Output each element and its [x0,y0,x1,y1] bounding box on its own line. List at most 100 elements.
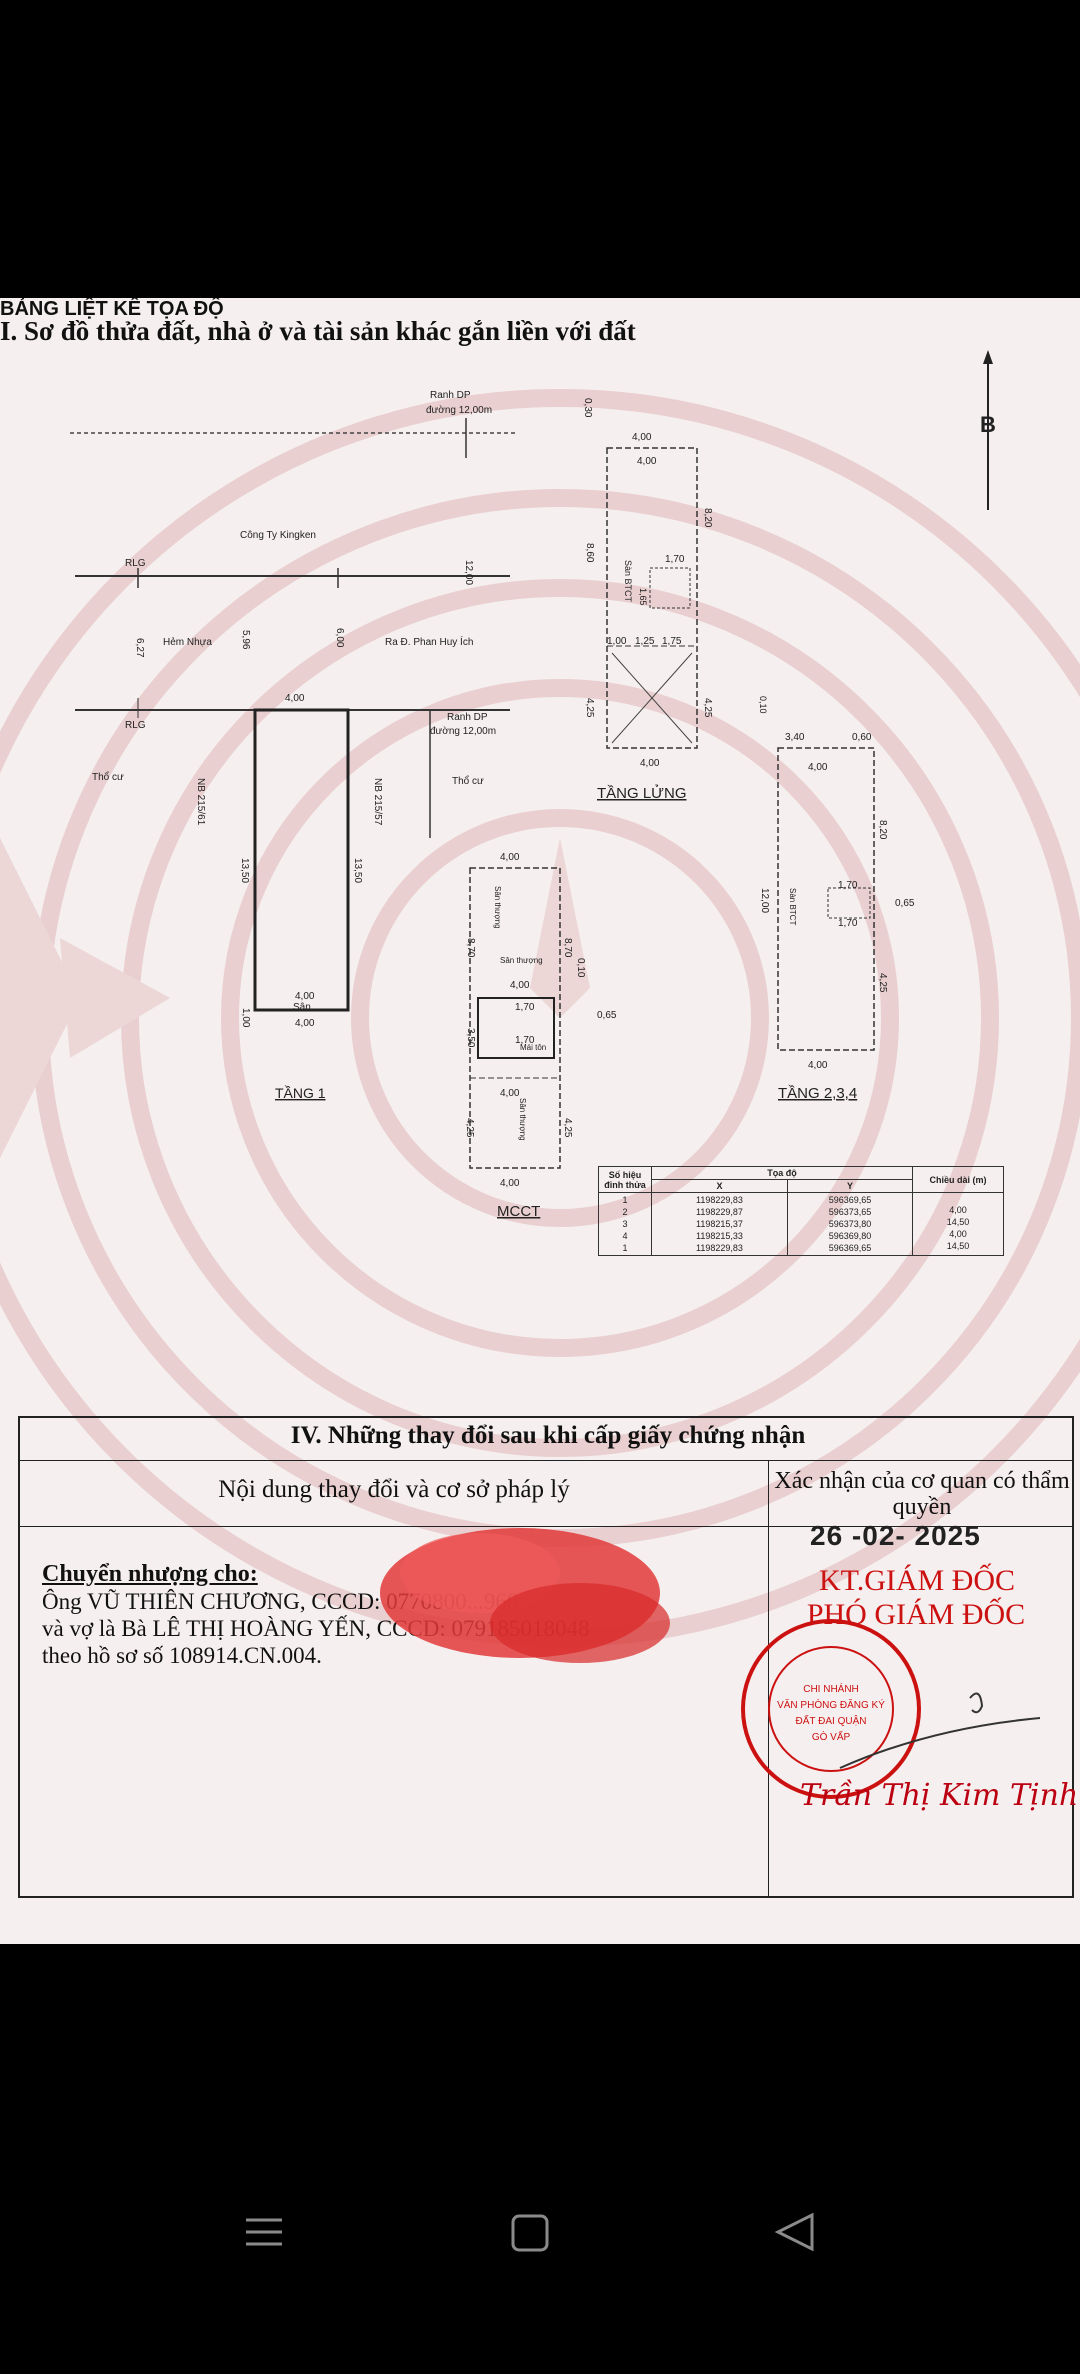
floor1-label: TẦNG 1 [275,1085,326,1101]
upper-outline [777,747,875,1051]
roof-width4: 4,00 [500,1178,520,1189]
changes-title: IV. Những thay đổi sau khi cấp giấy chứn… [290,1422,806,1449]
roof-depth3: 4,25 [464,1118,475,1138]
upper-slab: Sàn BTCT [788,888,797,925]
neighbor-right: NB 215/57 [372,778,383,826]
upper-stair2: 1,70 [838,918,858,929]
mezz-row-3: 1,75 [662,636,682,647]
mezz-row-2: 1,25 [635,636,655,647]
lot-side-right: 13,50 [352,858,363,883]
coords-title: BẢNG LIỆT KÊ TỌA ĐỘ [0,298,224,320]
road-edge-top-2: đường 12,00m [426,405,492,416]
back-icon[interactable] [774,2212,814,2252]
mezz-width: 4,00 [632,432,652,443]
roof-yard-top: Sân thượng [493,886,502,929]
rlg-top: RLG [125,558,146,569]
alley-width-3: 6,00 [334,628,345,648]
lot-inner-width: 4,00 [295,991,315,1002]
mezz-slab: Sàn BTCT [623,560,633,603]
seal-line-2: VĂN PHÒNG ĐĂNG KÝ [777,1698,885,1711]
coords-head-len: Chiều dài (m) [912,1166,1004,1193]
north-label: B [980,412,996,437]
coords-table: Số hiệu đỉnh thửa Tọa độ Chiều dài (m) X… [598,1166,1004,1256]
mezz-depth3: 4,25 [584,698,595,718]
coords-head-no: Số hiệu đỉnh thửa [598,1166,652,1193]
changes-col-content: Nội dung thay đổi và cơ sở pháp lý [218,1476,570,1503]
mezz-row-1: 1,00 [607,636,627,647]
upper-width-bottom: 4,00 [808,1060,828,1071]
roof-d5: 0,65 [597,1010,617,1021]
coords-col-no: 1 2 3 4 1 [598,1192,652,1256]
mezz-width-bottom: 4,00 [640,758,660,769]
redaction-scribble [380,1528,670,1663]
upper-stair: 1,70 [838,880,858,891]
roof-yard-bottom: Sân thượng [518,1098,527,1141]
lot-side-left: 13,50 [239,858,250,883]
confirm-date: 26 -02- 2025 [810,1520,981,1551]
plan-drawing: Ranh DP đường 12,00m Công Ty Kingken RLG… [70,350,996,1220]
road-edge-mid-1: Ranh DP [447,712,488,723]
roof-yard-mid: Sân thượng [500,956,543,965]
mezz-depth1: 8,60 [584,543,595,563]
yard-label: Sân [293,1002,311,1013]
coords-col-x: 1198229,83 1198229,87 1198215,37 1198215… [651,1192,788,1256]
upper-d4: 0,65 [895,898,915,909]
roof-d4: 0,10 [575,958,586,978]
roof-width: 4,00 [500,852,520,863]
coords-head-y: Y [786,1179,914,1193]
lot-outline [253,708,350,1012]
sign-title-1: KT.GIÁM ĐỐC [818,1564,1016,1597]
coords-head-coord: Tọa độ [651,1166,913,1180]
roof-stair: 1,70 [515,1002,535,1013]
neighbor-left: NB 215/61 [195,778,206,826]
roof-depth3b: 4,25 [562,1118,573,1138]
alley-label: Hẻm Nhựa [163,637,212,648]
mezz-offset: 0,30 [582,398,593,418]
roof-depth1: 8,70 [465,938,476,958]
rlg-mid: RLG [125,720,146,731]
mezz-depth2: 8,20 [702,508,713,528]
changes-col-confirm: Xác nhận của cơ quan có thẩm quyền [774,1468,1070,1520]
seal-line-4: GÒ VẤP [812,1730,851,1743]
alley-width-2: 5,96 [240,630,251,650]
mezz-depth3b: 4,25 [702,698,713,718]
sign-title-2: PHÓ GIÁM ĐỐC [806,1598,1026,1631]
alley-width-1: 6,27 [134,638,145,658]
land-use-right: Thổ cư [452,775,484,787]
upper-width: 4,00 [808,762,828,773]
road-edge-top-1: Ranh DP [430,390,471,401]
lot-width-bottom: 4,00 [295,1018,315,1029]
seal-line-3: ĐẤT ĐAI QUẬN [796,1714,867,1727]
lot-edge: 1,00 [240,1008,251,1028]
roof-label: MCCT [497,1203,540,1220]
mezz-stair2: 1,65 [638,588,648,606]
certificate-page: I. Sơ đồ thửa đất, nhà ở và tài sản khác… [0,298,1080,1944]
transfer-line-3: theo hồ sơ số 108914.CN.004. [42,1643,322,1668]
signature-mark [839,1692,1041,1769]
lot-width-top: 4,00 [285,693,305,704]
roof-depth1b: 8,70 [562,938,573,958]
mezz-stair: 1,70 [665,554,685,565]
roof-width3: 4,00 [500,1088,520,1099]
alley-depth: 12,00 [463,560,474,585]
roof-outline [469,867,561,1169]
seal-line-1: CHI NHÁNH [803,1682,859,1695]
land-use-left: Thổ cư [92,771,124,783]
to-road-label: Ra Đ. Phan Huy Ích [385,635,473,648]
roof-depth2: 3,50 [465,1028,476,1048]
recent-apps-icon[interactable] [244,2212,284,2252]
coords-head-x: X [651,1179,788,1193]
upper-top: 0,10 [758,696,768,714]
section-title: I. Sơ đồ thửa đất, nhà ở và tài sản khác… [0,316,636,346]
roof-width2: 4,00 [510,980,530,991]
upper-d2: 12,00 [759,888,770,913]
mezz-width-inner: 4,00 [637,456,657,467]
upper-d3: 4,25 [877,973,888,993]
home-icon[interactable] [511,2214,549,2252]
roof-roof-label: Mái tôn [520,1043,546,1052]
upper-d1: 8,20 [877,820,888,840]
mezz-label: TẦNG LỬNG [597,784,687,802]
changes-box: IV. Những thay đổi sau khi cấp giấy chứn… [18,1416,1074,1898]
coords-col-len: 4,00 14,50 4,00 14,50 [912,1192,1004,1256]
official-seal-icon: CHI NHÁNH VĂN PHÒNG ĐĂNG KÝ ĐẤT ĐAI QUẬN… [741,1619,921,1799]
